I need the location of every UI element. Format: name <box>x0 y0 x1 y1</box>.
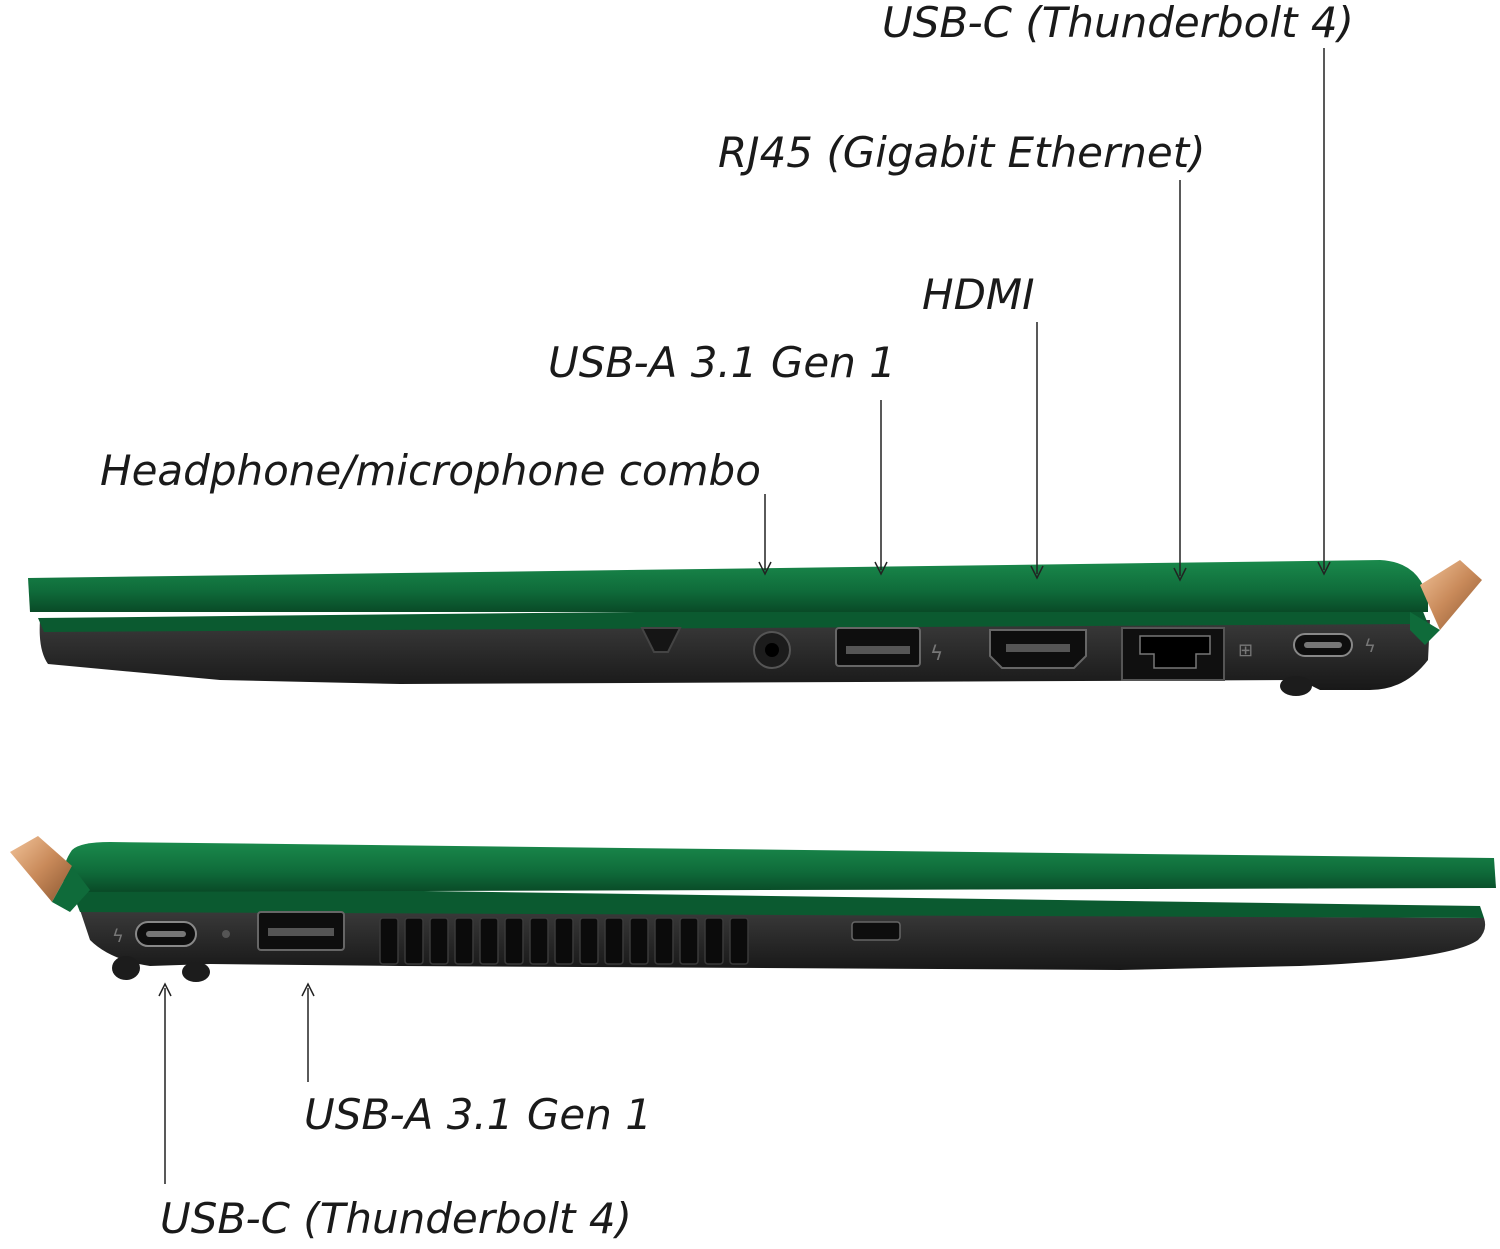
left-foot-2 <box>182 962 210 982</box>
label-usb-a-right: USB-A 3.1 Gen 1 <box>548 338 896 387</box>
left-hinge-copper <box>10 836 72 902</box>
label-rj45: RJ45 (Gigabit Ethernet) <box>718 128 1206 177</box>
label-usb-a-left: USB-A 3.1 Gen 1 <box>304 1090 652 1139</box>
right-leader-lines <box>758 48 1331 582</box>
network-glyph-icon: ⊞ <box>1238 640 1253 661</box>
security-lock-slot-icon <box>851 921 901 941</box>
right-lid <box>28 560 1428 612</box>
left-foot-1 <box>112 956 140 980</box>
right-hinge-copper <box>1420 560 1482 630</box>
label-hdmi: HDMI <box>922 270 1035 319</box>
right-side-laptop: ϟ ⊞ ϟ <box>28 560 1482 696</box>
left-side-laptop: ϟ <box>10 836 1496 982</box>
usb-ss-glyph: ϟ <box>930 641 943 665</box>
label-usb-c-tb4-right: USB-C (Thunderbolt 4) <box>882 0 1354 47</box>
lid-notch-icon <box>640 627 682 653</box>
status-led-icon <box>222 930 230 938</box>
label-audio-combo: Headphone/microphone combo <box>100 446 761 495</box>
left-lid <box>63 842 1496 892</box>
label-usb-c-tb4-left: USB-C (Thunderbolt 4) <box>160 1194 632 1243</box>
thunderbolt-glyph-left-icon: ϟ <box>112 926 124 947</box>
thunderbolt-glyph-icon: ϟ <box>1364 636 1376 657</box>
right-foot <box>1280 676 1312 696</box>
left-green-strip <box>70 886 1484 918</box>
vent-grille <box>379 917 749 965</box>
left-leader-lines <box>158 982 315 1184</box>
